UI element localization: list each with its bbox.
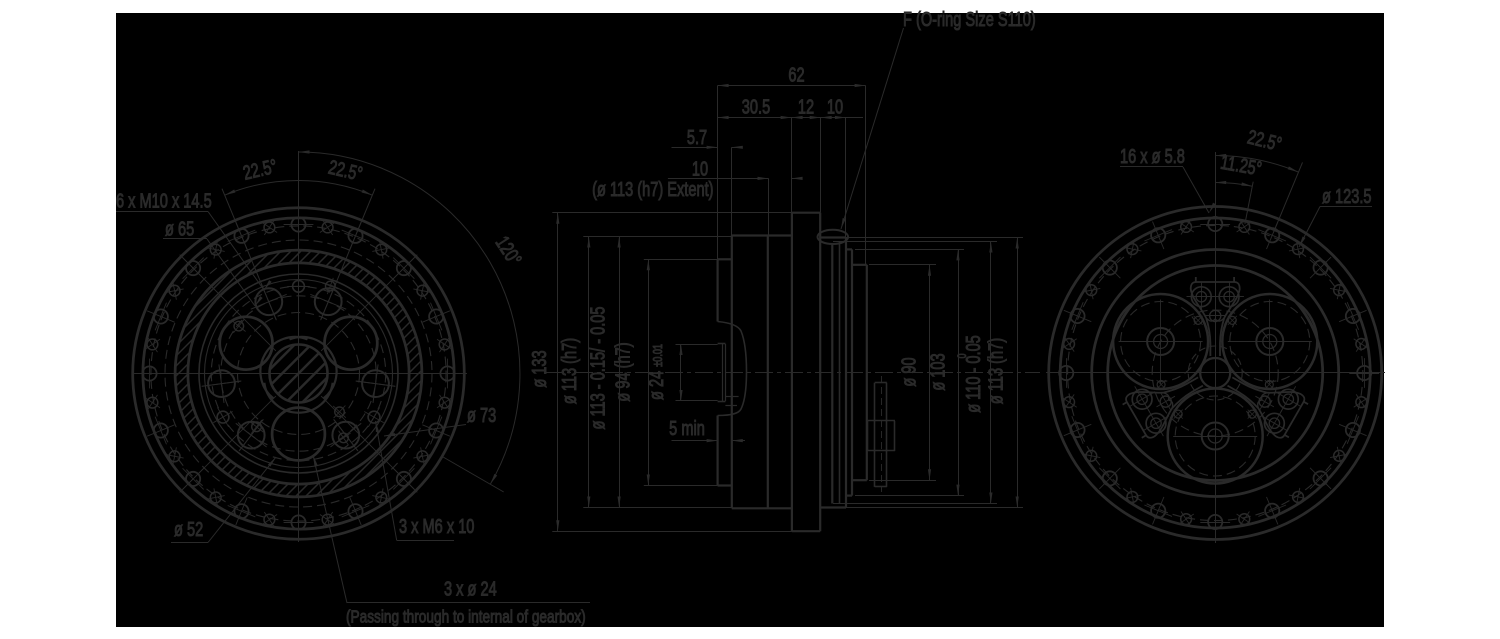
svg-text:ø 90: ø 90 [897,357,920,386]
svg-text:ø 73: ø 73 [467,404,496,427]
svg-text:(ø 113 (h7) Extent): (ø 113 (h7) Extent) [592,178,713,201]
svg-text:ø 113 - 0.15/ - 0.05: ø 113 - 0.15/ - 0.05 [586,306,609,429]
svg-text:3 x M6 x 10: 3 x M6 x 10 [399,515,475,538]
svg-text:(Passing through to internal o: (Passing through to internal of gearbox) [346,608,586,627]
svg-text:5.7: 5.7 [687,126,707,149]
svg-text:ø 103: ø 103 [926,353,949,390]
svg-text:ø 113 (h7): ø 113 (h7) [984,338,1007,404]
svg-text:ø 65: ø 65 [165,217,194,240]
svg-text:22.5°: 22.5° [241,154,280,184]
svg-text:6 x M10 x 14.5: 6 x M10 x 14.5 [116,189,212,212]
svg-text:ø 94 (h7): ø 94 (h7) [611,342,634,401]
svg-text:12: 12 [798,95,814,118]
svg-text:0: 0 [956,353,970,358]
svg-text:ø 110 - 0.05: ø 110 - 0.05 [962,335,985,413]
svg-text:16 x ø 5.8: 16 x ø 5.8 [1120,145,1185,168]
svg-text:11.25°: 11.25° [1219,150,1264,180]
svg-text:ø 113 (h7): ø 113 (h7) [558,338,581,404]
svg-text:ø 133: ø 133 [528,350,551,387]
svg-text:62: 62 [788,63,804,86]
svg-text:10: 10 [692,157,708,180]
svg-text:3 x ø 24: 3 x ø 24 [444,577,497,600]
svg-text:30.5: 30.5 [742,95,770,118]
svg-text:ø 52: ø 52 [174,518,203,541]
svg-text:5 min: 5 min [669,417,705,440]
svg-text:10: 10 [827,95,843,118]
svg-text:ø 123.5: ø 123.5 [1322,185,1371,208]
svg-text:F (O-ring Size S110): F (O-ring Size S110) [903,8,1036,31]
